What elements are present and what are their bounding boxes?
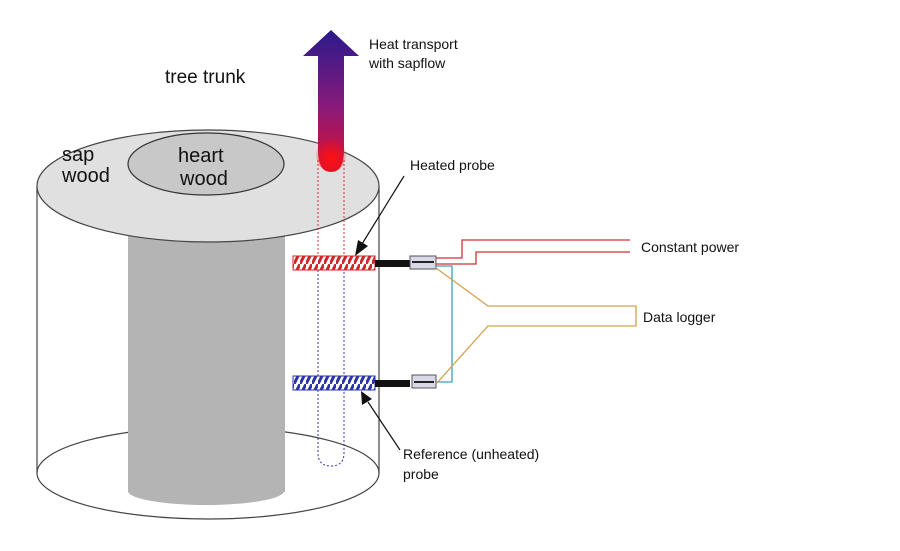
heartwood-column-bottom (128, 477, 284, 505)
heated-probe-label: Heated probe (410, 157, 495, 173)
tree-trunk-label: tree trunk (165, 67, 246, 88)
heartwood-top-face (127, 132, 285, 196)
reference-probe (292, 374, 437, 391)
heat-transport-arrow (303, 30, 359, 172)
heart-wood-label-line2: wood (180, 168, 228, 190)
heat-glow (316, 138, 346, 172)
heat-transport-label-line1: Heat transport (369, 36, 458, 52)
heated-probe-pointer (355, 175, 405, 256)
heat-tube (317, 160, 345, 467)
constant-power-wires (436, 239, 630, 265)
sap-wood-label-line1: sap (62, 144, 95, 166)
reference-probe-label-line2: probe (403, 466, 439, 482)
data-logger-label: Data logger (643, 309, 716, 325)
data-logger-wires (435, 267, 637, 385)
heart-wood-label-line1: heart (178, 145, 224, 167)
reference-probe-pointer (361, 391, 401, 451)
sap-wood-label-line2: wood (62, 165, 110, 187)
heartwood-column (128, 215, 285, 492)
constant-power-label: Constant power (641, 239, 740, 255)
reference-probe-label-line1: Reference (unheated) (403, 446, 540, 462)
heat-transport-label-line2: with sapflow (369, 55, 446, 71)
probe-link-wire (436, 265, 453, 383)
heated-probe (292, 255, 437, 271)
